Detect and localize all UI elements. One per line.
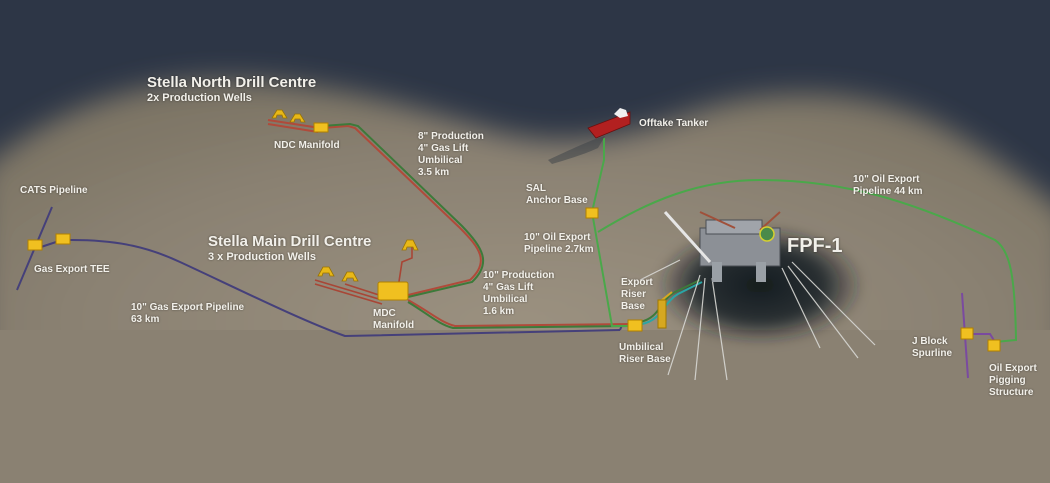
gas-export-tee-structure bbox=[27, 239, 43, 251]
j-block-spurline-label: J Block Spurline bbox=[912, 336, 953, 359]
north-flowline-label: 8" Production 4" Gas Lift Umbilical 3.5 … bbox=[418, 131, 484, 178]
offtake-tanker-label: Offtake Tanker bbox=[639, 118, 709, 129]
seabed-foreground bbox=[0, 330, 1050, 483]
sal-anchor-base-structure bbox=[585, 207, 599, 219]
wellhead-mdc-1 bbox=[317, 266, 335, 277]
export-riser-base-structure bbox=[627, 319, 643, 332]
main-drill-centre-subtitle: 3 x Production Wells bbox=[208, 251, 316, 263]
oil-export-44km-label: 10" Oil Export Pipeline 44 km bbox=[853, 174, 923, 197]
mdc-manifold-structure bbox=[377, 281, 409, 301]
oil-export-pigging-structure bbox=[987, 339, 1001, 352]
north-production-flowline bbox=[321, 122, 484, 298]
offtake-tanker bbox=[548, 108, 631, 164]
wellhead-ndc-1 bbox=[271, 109, 288, 119]
oil-export-pipeline-44km bbox=[597, 178, 1018, 343]
mdc-manifold-label: MDC Manifold bbox=[373, 308, 415, 331]
oil-export-pigging-label: Oil Export Pigging Structure bbox=[989, 363, 1037, 398]
flare-boom bbox=[663, 210, 712, 264]
wellheads bbox=[271, 109, 419, 282]
fpf-1-label: FPF-1 bbox=[787, 235, 843, 257]
umbilical-riser-base-structure bbox=[657, 299, 667, 329]
oil-export-2-7km-label: 10" Oil Export Pipeline 2.7km bbox=[524, 232, 594, 255]
gas-export-tee-label: Gas Export TEE bbox=[34, 264, 110, 275]
north-drill-centre-title: Stella North Drill Centre bbox=[147, 74, 317, 91]
sal-anchor-base-label: SAL Anchor Base bbox=[526, 183, 588, 206]
export-riser-base-label: Export Riser Base bbox=[621, 277, 653, 312]
cats-tie-in-structure bbox=[55, 233, 71, 245]
wellhead-ndc-2 bbox=[289, 113, 306, 123]
cats-pipeline-label: CATS Pipeline bbox=[20, 185, 88, 196]
mdc-infield-flowlines bbox=[314, 244, 413, 305]
gas-export-pipeline-line bbox=[37, 239, 621, 338]
j-block-tee-structure bbox=[960, 327, 974, 340]
fpf-1-platform bbox=[663, 210, 781, 282]
ndc-manifold-structure bbox=[313, 122, 329, 133]
gas-export-pipeline-label: 10" Gas Export Pipeline 63 km bbox=[131, 302, 245, 325]
mooring-lines bbox=[639, 259, 876, 381]
ndc-flowlines bbox=[267, 119, 321, 133]
main-flowline-label: 10" Production 4" Gas Lift Umbilical 1.6… bbox=[483, 270, 555, 317]
wellhead-mdc-2 bbox=[341, 271, 359, 282]
helideck bbox=[759, 226, 775, 242]
umbilical-riser-base-label: Umbilical Riser Base bbox=[619, 342, 671, 365]
main-drill-centre-title: Stella Main Drill Centre bbox=[208, 233, 372, 250]
main-production-flowline bbox=[407, 299, 633, 330]
structures bbox=[27, 122, 1001, 352]
wellhead-mdc-3 bbox=[401, 239, 419, 251]
ndc-manifold-label: NDC Manifold bbox=[274, 140, 340, 151]
north-drill-centre-subtitle: 2x Production Wells bbox=[147, 92, 252, 104]
